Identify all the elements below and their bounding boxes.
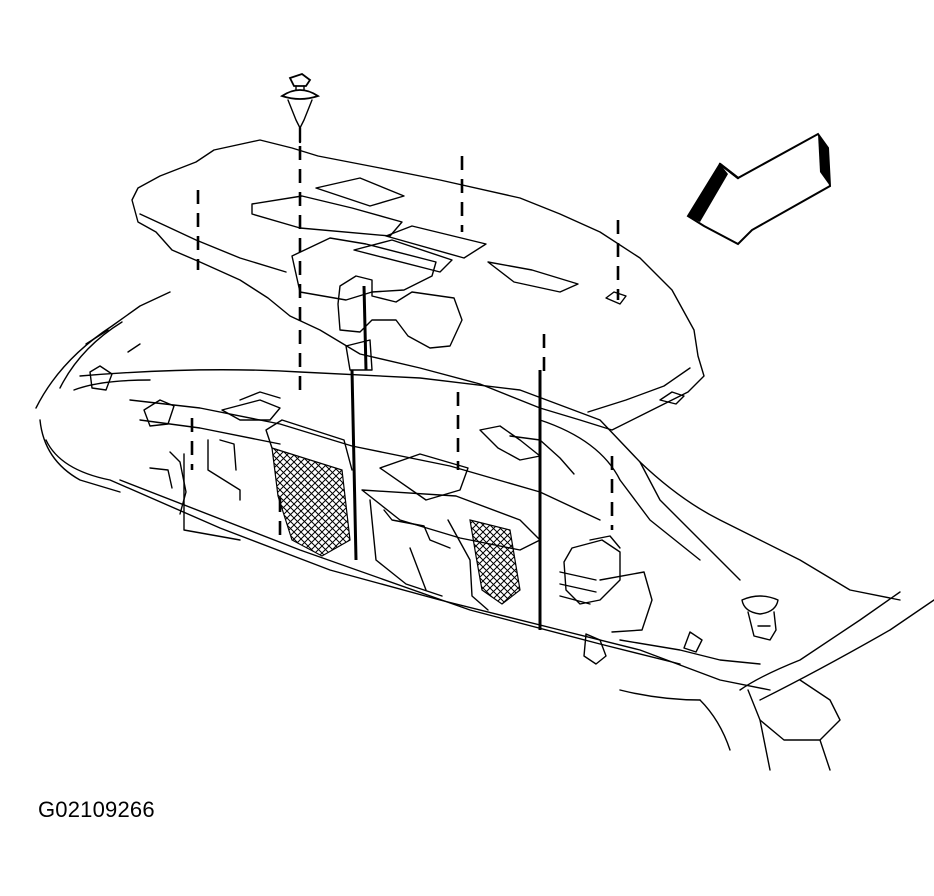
fastener-locator-lines [190, 146, 620, 630]
figure-code-label: G02109266 [38, 797, 155, 822]
radiator-air-baffle-panel [131, 139, 705, 431]
front-direction-arrow-icon [686, 132, 832, 246]
radiator-support-assembly [35, 291, 934, 771]
push-pin-retainer-icon [279, 72, 321, 144]
